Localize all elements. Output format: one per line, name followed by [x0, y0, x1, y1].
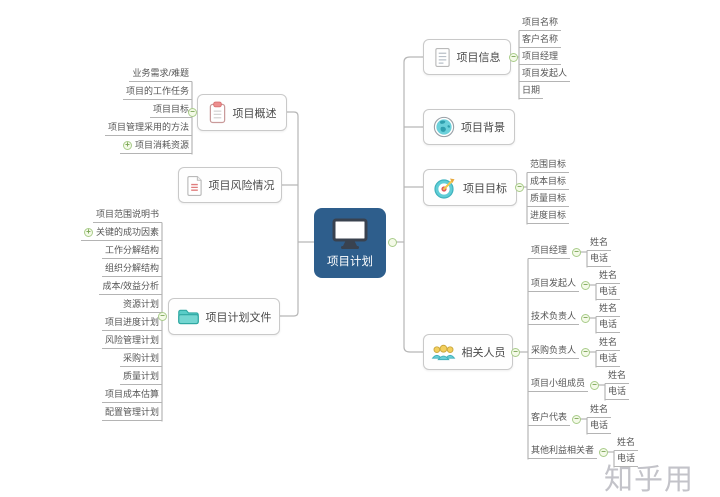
person-phone[interactable]: 电话 [605, 386, 630, 400]
root-topic-label: 项目计划 [327, 255, 373, 268]
main-topic-label: 项目背景 [461, 122, 505, 134]
clipboard-icon [209, 101, 225, 124]
subtopic-success-factors[interactable]: +关键的成功因素 [80, 227, 162, 241]
subtopic-business-needs[interactable]: 业务需求/难题 [129, 68, 192, 82]
person-name[interactable]: 姓名 [587, 237, 612, 251]
subtopic-project-name[interactable]: 项目名称 [519, 17, 562, 31]
subtopic-date[interactable]: 日期 [519, 85, 544, 99]
person-procurement-lead[interactable]: 采购负责人 [528, 345, 580, 359]
subtopic-work-tasks[interactable]: 项目的工作任务 [122, 86, 192, 100]
person-phone[interactable]: 电话 [587, 420, 612, 434]
subtopic-sponsor[interactable]: 项目发起人 [519, 68, 571, 82]
collapse-icon[interactable]: − [599, 448, 608, 457]
subtopic-management-method[interactable]: 项目管理采用的方法 [104, 122, 192, 136]
subtopic-client-name[interactable]: 客户名称 [519, 34, 562, 48]
person-client-rep[interactable]: 客户代表 [528, 412, 571, 426]
person-other-stakeholders[interactable]: 其他利益相关者 [528, 445, 598, 459]
main-topic-label: 项目概述 [232, 107, 277, 120]
subtopic-resource-plan[interactable]: 资源计划 [119, 299, 162, 313]
person-name[interactable]: 姓名 [596, 303, 621, 317]
document-red-icon [186, 175, 202, 196]
subtopic-cost-benefit[interactable]: 成本/效益分析 [99, 281, 162, 295]
main-topic-label: 项目信息 [456, 52, 501, 64]
collapse-icon[interactable]: − [509, 53, 518, 62]
collapse-icon[interactable]: − [188, 108, 197, 117]
main-topic-label: 相关人员 [461, 347, 506, 359]
collapse-icon[interactable]: − [590, 381, 599, 390]
root-topic-project-plan[interactable]: 项目计划 [314, 208, 386, 278]
subtopic-scope-statement[interactable]: 项目范围说明书 [92, 209, 162, 223]
subtopic-quality-goal[interactable]: 质量目标 [527, 193, 570, 207]
collapse-icon[interactable]: − [572, 415, 581, 424]
globe-icon [433, 116, 455, 138]
person-phone[interactable]: 电话 [587, 253, 612, 267]
person-tech-lead[interactable]: 技术负责人 [528, 311, 580, 325]
collapse-icon[interactable]: − [581, 314, 590, 323]
monitor-icon [332, 218, 368, 249]
person-name[interactable]: 姓名 [596, 270, 621, 284]
person-phone[interactable]: 电话 [614, 453, 639, 467]
person-team-member[interactable]: 项目小组成员 [528, 378, 589, 392]
main-topic-label: 项目风险情况 [208, 180, 275, 192]
main-topic-people[interactable]: 相关人员 [423, 334, 513, 370]
subtopic-schedule-plan[interactable]: 项目进度计划 [101, 317, 162, 331]
branch-dot-icon[interactable] [388, 238, 397, 247]
subtopic-risk-plan[interactable]: 风险管理计划 [101, 335, 162, 349]
subtopic-label: 项目消耗资源 [134, 140, 189, 150]
collapse-icon[interactable]: − [511, 348, 520, 357]
subtopic-project-manager[interactable]: 项目经理 [519, 51, 562, 65]
subtopic-project-goal[interactable]: 项目目标 [149, 104, 192, 118]
subtopic-wbs[interactable]: 工作分解结构 [101, 245, 162, 259]
main-topic-label: 项目计划文件 [205, 311, 272, 324]
person-phone[interactable]: 电话 [596, 319, 621, 333]
main-topic-project-risk[interactable]: 项目风险情况 [178, 167, 282, 203]
subtopic-schedule-goal[interactable]: 进度目标 [527, 210, 570, 224]
subtopic-quality-plan[interactable]: 质量计划 [119, 371, 162, 385]
person-name[interactable]: 姓名 [596, 337, 621, 351]
subtopic-scope-goal[interactable]: 范围目标 [527, 159, 570, 173]
collapse-icon[interactable]: − [581, 281, 590, 290]
person-project-manager[interactable]: 项目经理 [528, 245, 571, 259]
main-topic-goals[interactable]: 项目目标 [423, 169, 517, 206]
main-topic-project-overview[interactable]: 项目概述 [197, 94, 287, 131]
subtopic-cost-estimate[interactable]: 项目成本估算 [101, 389, 162, 403]
main-topic-project-info[interactable]: 项目信息 [423, 39, 511, 75]
person-sponsor[interactable]: 项目发起人 [528, 278, 580, 292]
person-name[interactable]: 姓名 [605, 370, 630, 384]
subtopic-config-plan[interactable]: 配置管理计划 [101, 407, 162, 421]
collapse-icon[interactable]: − [581, 348, 590, 357]
person-phone[interactable]: 电话 [596, 286, 621, 300]
subtopic-procurement-plan[interactable]: 采购计划 [119, 353, 162, 367]
subtopic-resource-consumption[interactable]: +项目消耗资源 [119, 140, 192, 154]
target-icon [434, 178, 455, 199]
main-topic-background[interactable]: 项目背景 [423, 109, 515, 145]
person-name[interactable]: 姓名 [587, 404, 612, 418]
expand-icon[interactable]: + [122, 141, 132, 151]
collapse-icon[interactable]: − [515, 183, 524, 192]
person-phone[interactable]: 电话 [596, 353, 621, 367]
expand-icon[interactable]: + [83, 228, 93, 238]
document-gray-icon [434, 47, 450, 67]
subtopic-obs[interactable]: 组织分解结构 [101, 263, 162, 277]
person-name[interactable]: 姓名 [614, 437, 639, 451]
subtopic-label: 关键的成功因素 [95, 227, 159, 237]
people-icon [431, 344, 455, 360]
subtopic-cost-goal[interactable]: 成本目标 [527, 176, 570, 190]
main-topic-plan-files[interactable]: 项目计划文件 [168, 298, 280, 335]
collapse-icon[interactable]: − [572, 248, 581, 257]
watermark: 知乎用户 [604, 464, 695, 496]
main-topic-label: 项目目标 [463, 182, 507, 195]
collapse-icon[interactable]: − [158, 312, 167, 321]
folder-icon [177, 309, 199, 325]
